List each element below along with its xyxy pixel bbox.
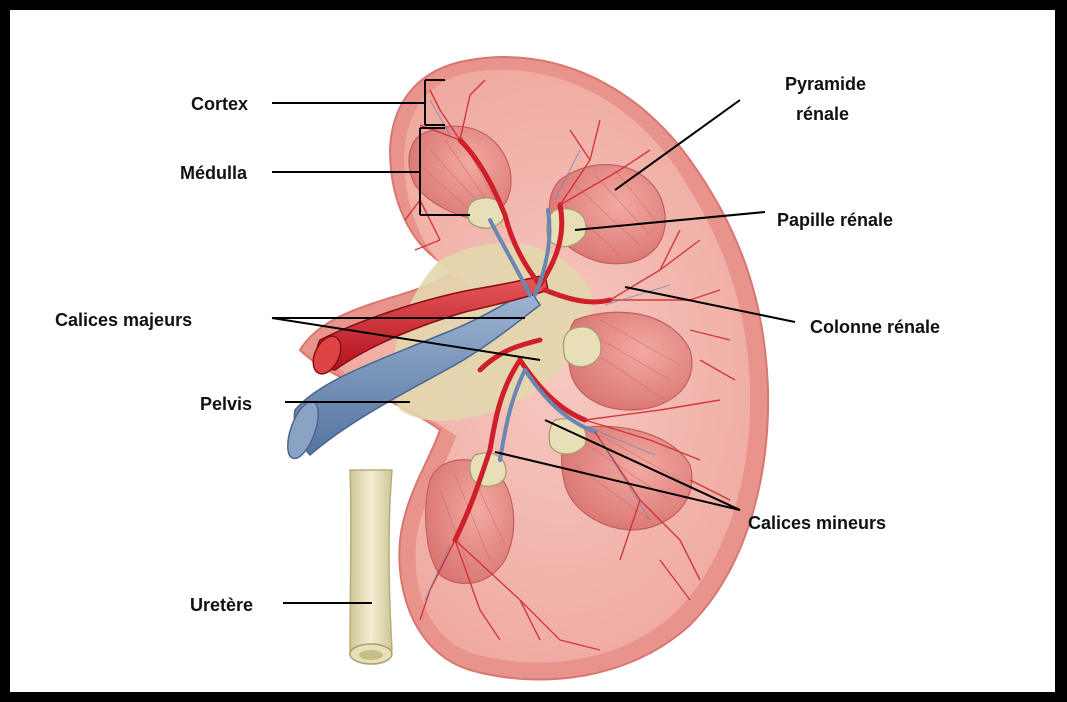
label-papille: Papille rénale [777, 210, 893, 230]
ureter [350, 470, 392, 655]
label-pyramide-line2: rénale [796, 104, 849, 124]
label-uretere: Uretère [190, 595, 253, 615]
label-pelvis: Pelvis [200, 394, 252, 414]
label-cortex: Cortex [191, 94, 248, 114]
label-calices-mineurs: Calices mineurs [748, 513, 886, 533]
label-pyramide-line1: Pyramide [785, 74, 866, 94]
label-medulla: Médulla [180, 163, 248, 183]
label-calices-majeurs: Calices majeurs [55, 310, 192, 330]
label-colonne: Colonne rénale [810, 317, 940, 337]
